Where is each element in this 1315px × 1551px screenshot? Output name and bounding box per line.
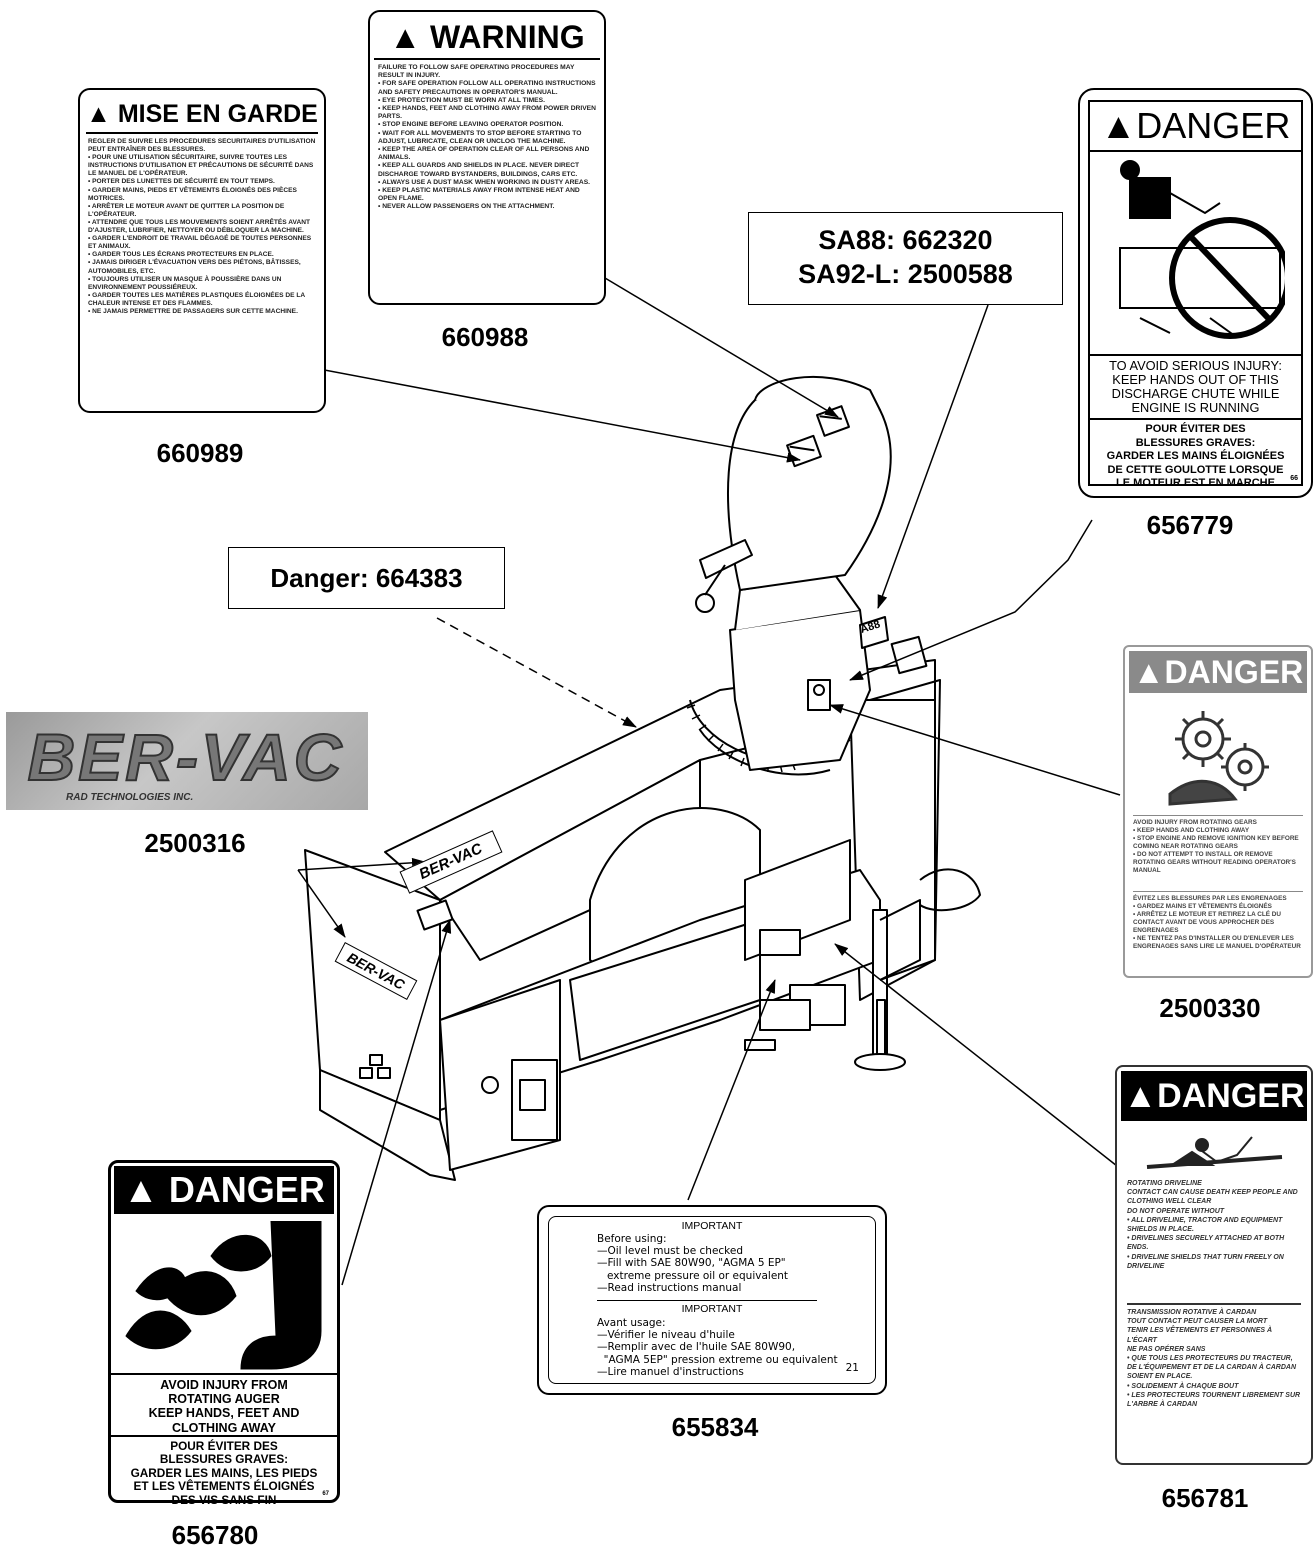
warning-triangle-icon-2: ▲	[389, 19, 422, 55]
bervac-sub: RAD TECHNOLOGIES INC.	[66, 792, 194, 803]
danger-triangle-icon-3: ▲	[1123, 1077, 1158, 1115]
driveline-pictogram	[1146, 1136, 1283, 1169]
decal-2500330: ▲DANGER AVOID INJURY FROM ROTATING GEARS…	[1123, 645, 1313, 978]
danger-triangle-icon: ▲	[1100, 105, 1137, 146]
decal-660988: ▲ WARNING FAILURE TO FOLLOW SAFE OPERATI…	[368, 10, 606, 305]
decal-656779-header-text: DANGER	[1136, 105, 1291, 146]
decal-656781-body: ROTATING DRIVELINE CONTACT CAN CAUSE DEA…	[1127, 1180, 1298, 1270]
danger-triangle-icon-2: ▲	[1132, 654, 1165, 690]
warning-triangle-icon: ▲	[86, 100, 111, 128]
partno-655834: 655834	[671, 1412, 759, 1442]
decal-655834-title2: IMPORTANT	[681, 1303, 743, 1315]
decal-660988-body: FAILURE TO FOLLOW SAFE OPERATING PROCEDU…	[378, 64, 596, 211]
decal-660989-header: ▲ MISE EN GARDE	[86, 96, 318, 134]
decal-2500330-header-text: DANGER	[1164, 654, 1304, 690]
decal-656780-en: AVOID INJURY FROM ROTATING AUGER KEEP HA…	[111, 1373, 337, 1436]
decal-655834-divider	[597, 1300, 817, 1301]
decal-2500316: BER-VAC RAD TECHNOLOGIES INC.	[6, 712, 368, 810]
decal-2500330-header: ▲DANGER	[1129, 651, 1307, 693]
callout-danger-text: Danger: 664383	[270, 563, 463, 593]
decal-2500330-en: AVOID INJURY FROM ROTATING GEARS • KEEP …	[1133, 815, 1303, 889]
decal-656779-outer: ▲DANGER TO AVOID SERIOUS INJURY: KEEP HA…	[1078, 88, 1313, 498]
partno-660988: 660988	[441, 322, 529, 352]
decal-656780-header: ▲ DANGER	[114, 1166, 334, 1214]
bervac-logo: BER-VAC	[27, 720, 345, 794]
decal-656779: ▲DANGER TO AVOID SERIOUS INJURY: KEEP HA…	[1088, 100, 1303, 489]
decal-656779-en: TO AVOID SERIOUS INJURY: KEEP HANDS OUT …	[1090, 354, 1301, 419]
decal-655834-inner: IMPORTANT Before using: —Oil level must …	[548, 1216, 876, 1384]
decal-656781-header: ▲DANGER	[1121, 1071, 1307, 1121]
decal-656780-fr: POUR ÉVITER DES BLESSURES GRAVES: GARDER…	[111, 1435, 337, 1507]
decal-660989-body: RÉGLER DE SUIVRE LES PROCÉDURES SÉCURITA…	[88, 138, 316, 315]
decal-655834-fr: Avant usage: —Vérifier le niveau d'huile…	[597, 1317, 838, 1378]
decal-656781-body-fr: TRANSMISSION ROTATIVE À CARDAN TOUT CONT…	[1127, 1303, 1301, 1466]
decal-656781-header-text: DANGER	[1157, 1077, 1305, 1115]
decal-656781: ▲DANGER ROTATING DRIVELINE CONTACT CAN C…	[1115, 1065, 1313, 1465]
decal-656780: ▲ DANGER AVOID INJURY FROM ROTATING AUGE…	[108, 1160, 340, 1506]
partno-656781: 656781	[1161, 1483, 1249, 1513]
decal-660988-header: ▲ WARNING	[374, 16, 600, 60]
decal-656779-code: 66	[1290, 475, 1298, 482]
danger-triangle-icon-4: ▲	[123, 1169, 159, 1210]
leader-lines	[297, 277, 1121, 1286]
callout-sa88-sa92: SA88: 662320 SA92-L: 2500588	[748, 212, 1063, 305]
partno-656779: 656779	[1146, 510, 1234, 540]
callout-danger-664383: Danger: 664383	[228, 547, 505, 609]
decal-655834-en: Before using: —Oil level must be checked…	[597, 1233, 789, 1294]
decal-656780-header-text: DANGER	[168, 1169, 325, 1210]
decal-660989: ▲ MISE EN GARDE RÉGLER DE SUIVRE LES PRO…	[78, 88, 326, 413]
decal-656780-code: 67	[322, 1491, 329, 1497]
partno-2500316: 2500316	[144, 828, 246, 858]
auger-foot-pictogram	[125, 1221, 322, 1370]
decal-655834-code: 21	[845, 1362, 859, 1374]
decal-660989-header-text: MISE EN GARDE	[117, 100, 318, 128]
decal-656779-header: ▲DANGER	[1090, 102, 1301, 152]
partno-660989: 660989	[156, 438, 244, 468]
decal-656779-fr: POUR ÉVITER DES BLESSURES GRAVES: GARDER…	[1090, 418, 1301, 491]
decal-2500330-fr: ÉVITEZ LES BLESSURES PAR LES ENGRENAGES …	[1133, 891, 1303, 975]
partno-656780: 656780	[171, 1520, 259, 1550]
partno-2500330: 2500330	[1159, 993, 1261, 1023]
gears-pictogram	[1168, 711, 1269, 806]
callout-sa92: SA92-L: 2500588	[798, 259, 1013, 289]
decal-660988-header-text: WARNING	[429, 19, 585, 55]
decal-655834-title1: IMPORTANT	[681, 1220, 743, 1232]
callout-sa88: SA88: 662320	[818, 225, 993, 255]
decal-655834: IMPORTANT Before using: —Oil level must …	[537, 1205, 887, 1395]
hand-in-chute-pictogram	[1119, 160, 1285, 339]
snowblower-drawing	[304, 376, 981, 1181]
